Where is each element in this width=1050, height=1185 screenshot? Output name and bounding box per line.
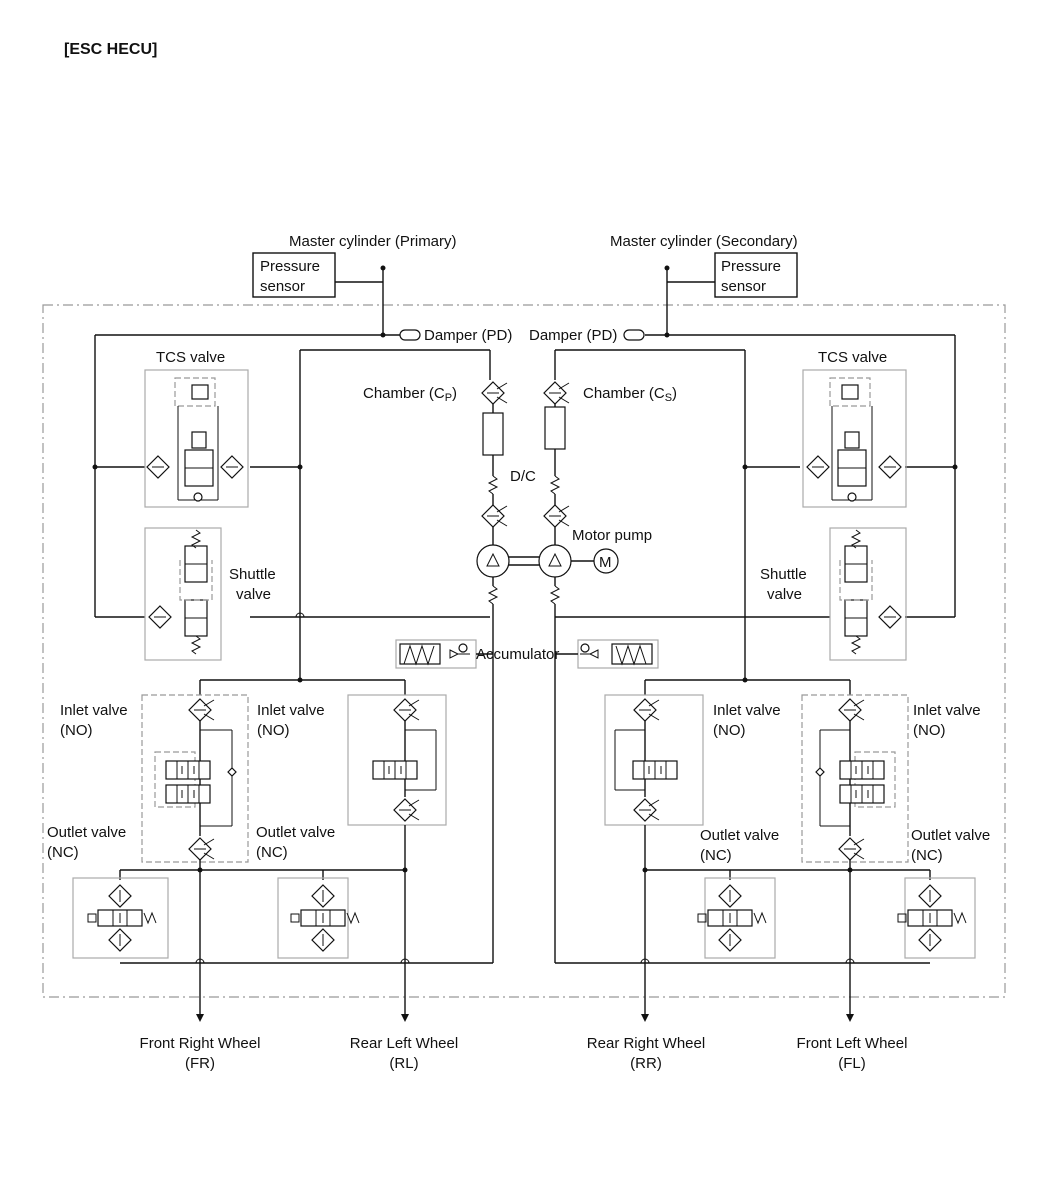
pressure-sensor-right-label-2: sensor (721, 278, 766, 295)
fr-outlet-label-2: (NC) (47, 844, 79, 861)
fr-inlet-box (141, 694, 249, 863)
fr-outlet-valve-symbol (88, 885, 156, 951)
fl-inlet-box (801, 694, 909, 863)
motor-shaft (509, 556, 594, 566)
shuttle-valve-right-label-1: Shuttle (760, 566, 807, 583)
fl-inlet-label-2: (NO) (913, 722, 946, 739)
tcs-valve-right-symbol (806, 377, 902, 502)
fr-inlet-label-2: (NO) (60, 722, 93, 739)
accumulator-right (554, 639, 659, 963)
chamber-primary-label: Chamber (CP) (363, 385, 457, 404)
fl-outlet-label-2: (NC) (911, 847, 943, 864)
shuttle-valve-right-box (829, 527, 907, 661)
rl-outlet-label-1: Outlet valve (256, 824, 335, 841)
motor-symbol-letter: M (599, 554, 612, 571)
rr-inlet-label-1: Inlet valve (713, 702, 781, 719)
fr-inlet-label-1: Inlet valve (60, 702, 128, 719)
dc-label: D/C (510, 468, 536, 485)
fl-outlet-label-1: Outlet valve (911, 827, 990, 844)
master-cylinder-secondary-label: Master cylinder (Secondary) (610, 233, 798, 250)
rl-outlet-box (277, 877, 349, 959)
motor-symbol (593, 548, 619, 574)
shuttle-valve-left-label-2: valve (236, 586, 271, 603)
wheel-rr-code: (RR) (630, 1055, 662, 1072)
wheel-rr-name: Rear Right Wheel (587, 1035, 705, 1052)
wheel-fl-code: (FL) (838, 1055, 866, 1072)
fr-outlet-label-1: Outlet valve (47, 824, 126, 841)
pressure-sensor-right-label-1: Pressure (721, 258, 781, 275)
rr-outlet-valve-symbol (698, 885, 766, 951)
wheel-rl-code: (RL) (389, 1055, 418, 1072)
shuttle-valve-right-symbol (839, 529, 902, 655)
pressure-sensor-left-box (252, 252, 336, 298)
rl-outlet-valve-symbol (291, 885, 359, 951)
wheel-output-arrows (196, 995, 854, 1022)
damper-right-label: Damper (PD) (529, 327, 617, 344)
pump-train-left (476, 381, 510, 640)
primary-feed-lines (95, 265, 421, 341)
left-inlet-bus (199, 677, 406, 695)
fr-outlet-box (72, 877, 169, 959)
rl-inlet-label-2: (NO) (257, 722, 290, 739)
pressure-sensor-left-label-2: sensor (260, 278, 305, 295)
tcs-valve-left-box (144, 369, 249, 508)
fr-inlet-symbol (154, 698, 237, 861)
wheel-rl-name: Rear Left Wheel (350, 1035, 458, 1052)
fl-inlet-label-1: Inlet valve (913, 702, 981, 719)
rl-inlet-label-1: Inlet valve (257, 702, 325, 719)
outlet-lines-left (119, 825, 493, 995)
pressure-sensor-left-label-1: Pressure (260, 258, 320, 275)
secondary-feed-lines (623, 265, 955, 341)
rr-outlet-label-1: Outlet valve (700, 827, 779, 844)
rl-outlet-label-2: (NC) (256, 844, 288, 861)
hecu-boundary (42, 304, 1006, 998)
chamber-secondary-label: Chamber (CS) (583, 385, 677, 404)
fl-inlet-symbol (815, 698, 896, 861)
right-hydraulic-circuit (554, 335, 958, 680)
master-cylinder-primary-label: Master cylinder (Primary) (289, 233, 457, 250)
tcs-valve-left-symbol (146, 377, 244, 502)
rr-inlet-symbol (614, 698, 678, 822)
rr-inlet-label-2: (NO) (713, 722, 746, 739)
pressure-sensor-right-box (714, 252, 798, 298)
wheel-fr-name: Front Right Wheel (140, 1035, 261, 1052)
rr-outlet-label-2: (NC) (700, 847, 732, 864)
pump-train-right (538, 381, 572, 640)
accumulator-label: Accumulator (476, 646, 559, 663)
tcs-valve-left-label: TCS valve (156, 349, 225, 366)
rr-inlet-box (604, 694, 704, 826)
rl-inlet-box (347, 694, 447, 826)
accumulator-left (395, 639, 494, 963)
shuttle-valve-right-label-2: valve (767, 586, 802, 603)
rl-inlet-symbol (372, 698, 437, 822)
wheel-fl-name: Front Left Wheel (797, 1035, 908, 1052)
outlet-lines-right (555, 825, 931, 995)
shuttle-valve-left-label-1: Shuttle (229, 566, 276, 583)
shuttle-valve-left-symbol (148, 529, 213, 655)
tcs-valve-right-label: TCS valve (818, 349, 887, 366)
fl-outlet-valve-symbol (898, 885, 966, 951)
left-hydraulic-circuit (92, 335, 491, 680)
right-inlet-bus (644, 677, 851, 695)
rr-outlet-box (704, 877, 776, 959)
wheel-fr-code: (FR) (185, 1055, 215, 1072)
fl-outlet-box (904, 877, 976, 959)
diagram-title: [ESC HECU] (64, 41, 157, 58)
motor-pump-label: Motor pump (572, 527, 652, 544)
tcs-valve-right-box (802, 369, 907, 508)
damper-left-label: Damper (PD) (424, 327, 512, 344)
shuttle-valve-left-box (144, 527, 222, 661)
